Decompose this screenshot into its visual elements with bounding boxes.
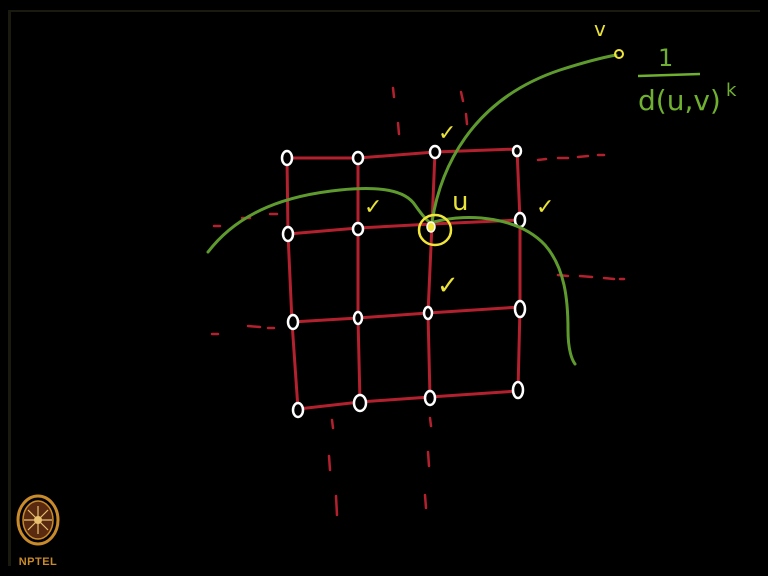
formula-exponent: k bbox=[726, 80, 737, 101]
lattice-row-1 bbox=[285, 147, 519, 160]
formula-numerator: 1 bbox=[658, 44, 673, 72]
node bbox=[352, 393, 368, 413]
node bbox=[280, 149, 294, 167]
node bbox=[511, 144, 523, 158]
node bbox=[422, 305, 434, 321]
nptel-logo-icon bbox=[16, 494, 60, 546]
label-v: v bbox=[594, 17, 606, 41]
node bbox=[352, 310, 364, 326]
node bbox=[351, 221, 365, 237]
lattice-col-2 bbox=[356, 156, 362, 404]
lattice-nodes bbox=[280, 144, 527, 419]
frame-left-edge bbox=[8, 10, 11, 566]
lattice-row-3 bbox=[290, 305, 522, 324]
fraction-bar bbox=[637, 72, 701, 78]
logo-text: NPTEL bbox=[18, 556, 58, 568]
curve-right bbox=[432, 216, 577, 366]
lattice-row-2 bbox=[286, 218, 522, 236]
lattice-row-4 bbox=[296, 389, 520, 411]
lattice-col-4 bbox=[515, 147, 522, 393]
check-marks: ✓ ✓ ✓ ✓ bbox=[364, 121, 554, 301]
node bbox=[513, 299, 527, 319]
distance-formula: 1 d(u,v) k bbox=[637, 44, 737, 117]
node bbox=[281, 225, 295, 243]
curve-left bbox=[206, 187, 434, 254]
check-mark: ✓ bbox=[437, 271, 459, 301]
lattice-continuation-dashes bbox=[210, 86, 626, 517]
check-mark: ✓ bbox=[438, 121, 456, 146]
check-mark: ✓ bbox=[536, 195, 554, 220]
frame-top-edge bbox=[8, 10, 760, 12]
node bbox=[428, 144, 442, 160]
node-v bbox=[614, 49, 624, 59]
node bbox=[286, 313, 300, 331]
curve-to-v bbox=[430, 53, 618, 224]
lattice-edges bbox=[285, 147, 522, 411]
node bbox=[511, 380, 525, 400]
long-range-curves bbox=[206, 53, 618, 366]
formula-denominator: d(u,v) bbox=[638, 84, 721, 117]
node bbox=[423, 389, 437, 407]
node bbox=[291, 401, 305, 419]
node bbox=[351, 150, 365, 166]
check-mark: ✓ bbox=[364, 195, 382, 220]
node-u-highlight bbox=[417, 213, 453, 247]
lattice-col-1 bbox=[285, 156, 300, 411]
lattice-col-3 bbox=[426, 150, 437, 399]
label-u: u bbox=[452, 187, 468, 217]
